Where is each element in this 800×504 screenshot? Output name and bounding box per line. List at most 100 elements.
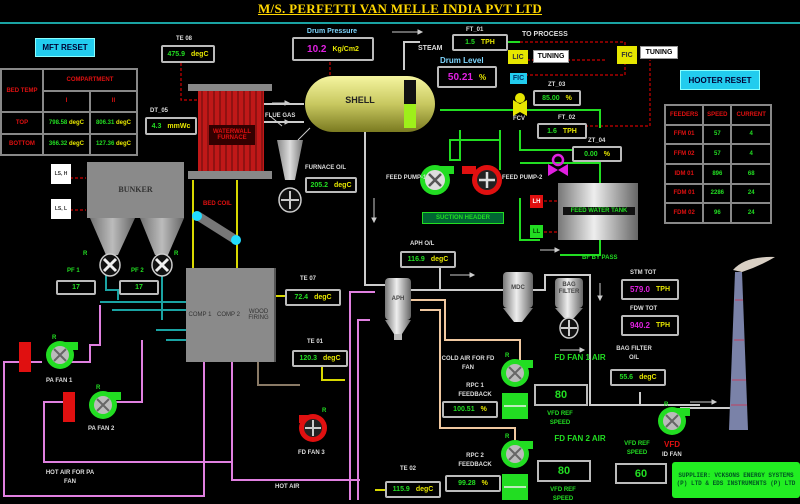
feeder-current: 24 (730, 182, 772, 205)
fd-fan-3-shape (299, 414, 327, 442)
rpc1-display: 100.51% (442, 401, 498, 418)
feeder-speed: 96 (702, 202, 733, 224)
drum-pressure-label: Drum Pressure (306, 28, 358, 35)
column-header: CURRENT (730, 104, 772, 126)
lic-controller[interactable]: LIC (508, 50, 528, 64)
mdc-label: MDC (511, 285, 525, 291)
feeder-speed: 57 (702, 123, 733, 146)
zt04-label: ZT_04 (588, 138, 606, 144)
rpc1-unit: % (480, 406, 487, 413)
feeder-name: FFM 01 (663, 123, 705, 146)
lic-tuning-button[interactable]: TUNING (533, 50, 569, 63)
feeder-current: 4 (730, 123, 772, 146)
flue-cyclone (269, 115, 311, 213)
te02-unit: degC (415, 486, 434, 493)
wood-firing: WOOD FIRING (243, 268, 276, 362)
pf2-label: PF 2 (131, 268, 144, 274)
zt03-value: 85.00 (542, 94, 560, 102)
pf1-label: PF 1 (67, 268, 80, 274)
fd-fan-2-label: FD FAN 2 AIR (554, 434, 606, 443)
fic-controller[interactable]: FIC (617, 46, 637, 64)
aph-out-label: APH O/L (410, 241, 435, 247)
run-indicator: R (96, 385, 101, 391)
fdw-tot-value: 940.2 (629, 321, 651, 330)
level-low-indicator: LL (530, 225, 543, 238)
feeder-name: FDM 02 (663, 202, 705, 224)
feed-pump-1 (420, 165, 454, 195)
yellow-lines (192, 180, 385, 491)
te08-display: 475.9 degC (161, 45, 215, 63)
aph-label: APH (391, 296, 405, 302)
column-header: II (88, 89, 139, 113)
fic-tuning-button[interactable]: TUNING (640, 46, 678, 59)
rpc2-value: 99.28 (458, 480, 476, 487)
bunker (87, 162, 184, 277)
cold-air-label: COLD AIR FOR FD FAN (441, 356, 495, 371)
drum-pressure-value: 10.2 (307, 43, 327, 55)
pf1-display: 17 (56, 280, 96, 295)
id-fan-vfd-indicator: VFD (664, 440, 680, 449)
bag-filter-label: BAG FILTER (558, 282, 580, 295)
furnace-out-value: 205.2 (310, 181, 329, 189)
flue-gas-label: FLUE GAS (265, 113, 296, 119)
fcv-label: FCV (513, 116, 525, 122)
furnace-out-unit: degC (334, 181, 352, 189)
feeder-name: FDM 01 (663, 182, 705, 205)
waterwall-furnace-label: WATERWALL FURNACE (209, 125, 255, 145)
run-indicator: R (52, 335, 57, 341)
aph-out-unit: degC (430, 256, 449, 263)
mdc-vessel (503, 272, 533, 322)
aph-out-display: 116.9 degC (400, 251, 456, 268)
te07-unit: degC (314, 294, 332, 301)
pa-fan-1-shape (46, 341, 78, 369)
aph-out-value: 116.9 (407, 256, 425, 263)
zt04-value: 0.00 (584, 150, 598, 158)
zt03-unit: % (565, 94, 572, 102)
row-label: TOP (0, 111, 44, 135)
mft-reset-button[interactable]: MFT RESET (35, 38, 95, 57)
ft01-label: FT_01 (466, 27, 484, 33)
pa-fan-1-label: PA FAN 1 (46, 378, 73, 384)
zt04-unit: % (603, 150, 610, 158)
te08-unit: degC (191, 50, 209, 58)
te08-label: TE 08 (176, 36, 193, 42)
stm-tot-label: STM TOT (630, 270, 657, 276)
fd-fan-1-vfd-label: VFD REF SPEED (547, 411, 573, 426)
te02-value: 115.9 (392, 486, 410, 493)
rpc2-unit: % (481, 480, 488, 487)
te01-label: TE 01 (307, 339, 324, 345)
dt05-unit: mmWc (167, 122, 191, 130)
pf1-value: 17 (72, 284, 80, 291)
id-fan-shape (658, 407, 690, 435)
te02-label: TE 02 (400, 466, 417, 472)
run-indicator: R (664, 402, 669, 408)
temp-value: 366.32 (48, 141, 68, 148)
bunker-label: BUNKER (118, 185, 153, 194)
cold-air-lines (410, 299, 521, 440)
fd-fan-2-shape (501, 440, 533, 468)
hooter-reset-button[interactable]: HOOTER RESET (680, 70, 760, 90)
fd-fan-1-shape (501, 359, 533, 387)
fic-small-controller[interactable]: FIC (510, 73, 527, 84)
plant-title: M/S. PERFETTI VAN MELLE INDIA PVT LTD (257, 1, 543, 16)
zt04-valve (548, 153, 568, 176)
temp-unit: degC (115, 119, 131, 126)
stm-tot-value: 579.0 (629, 285, 651, 294)
ft02-unit: TPH (562, 127, 577, 135)
feeder-speed: 57 (702, 143, 733, 165)
drum-level-label: Drum Level (440, 56, 484, 65)
bed-temp-corner: BED TEMP (0, 68, 44, 113)
bag-filter-out-unit: degC (639, 374, 657, 381)
te01-unit: degC (323, 355, 341, 362)
hot-air-label: HOT AIR (275, 484, 300, 490)
run-indicator: R (322, 408, 327, 414)
te08-value: 475.9 (167, 50, 186, 58)
bed-coil-label: BED COIL (203, 201, 232, 207)
level-switch-high: LS, H (51, 164, 71, 184)
